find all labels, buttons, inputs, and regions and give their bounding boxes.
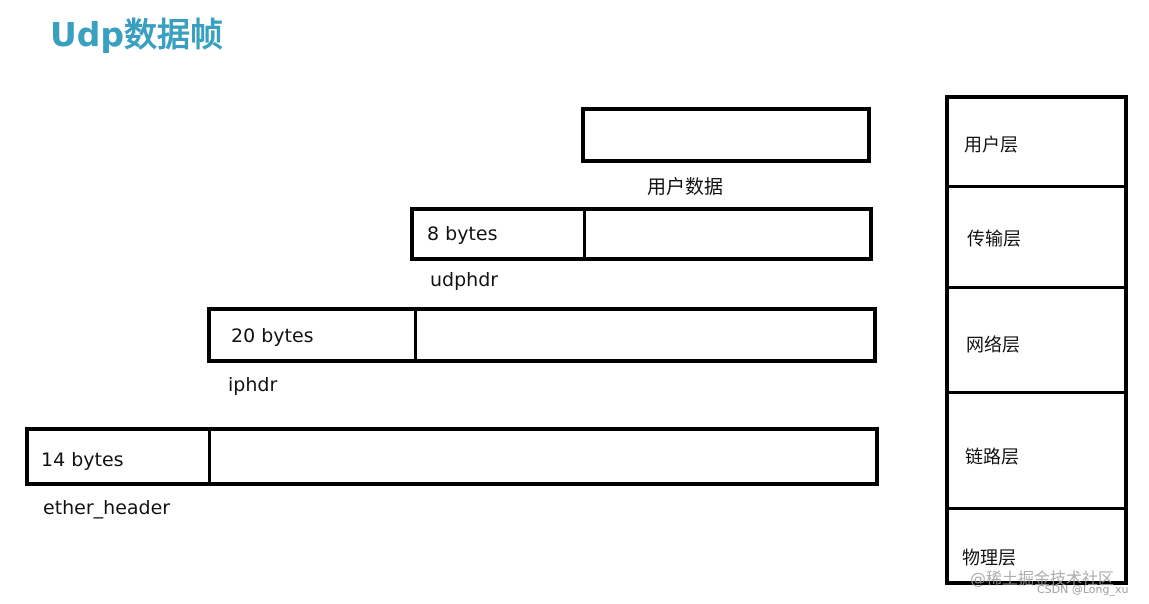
layer-label-network: 网络层 [966,335,1020,356]
ip-header-size: 20 bytes [231,325,314,347]
user-data-box [581,107,871,163]
layer-label-user: 用户层 [964,135,1018,156]
ether-frame-box [25,427,879,486]
ether-header-caption: ether_header [43,497,171,519]
layer-label-transport: 传输层 [967,229,1021,250]
ip-packet-box [207,307,877,363]
layer-separator [949,507,1124,510]
ether-header-divider [208,431,211,482]
ether-header-size: 14 bytes [41,449,124,471]
watermark-text: @稀土掘金技术社区 [970,569,1115,588]
layer-separator [949,286,1124,289]
ip-header-divider [414,311,417,359]
layer-label-physical: 物理层 [962,548,1016,569]
layer-label-link: 链路层 [965,447,1019,468]
layer-separator [949,391,1124,394]
udp-header-size: 8 bytes [427,223,498,245]
udp-segment-box [410,207,873,261]
layer-stack: 用户层 传输层 网络层 链路层 物理层 [945,95,1128,585]
diagram-title: Udp数据帧 [50,15,224,54]
watermark-credit: CSDN @Long_xu [1037,583,1129,596]
user-data-caption: 用户数据 [647,176,724,198]
iphdr-caption: iphdr [228,374,278,396]
layer-separator [949,185,1124,188]
udphdr-caption: udphdr [430,269,499,291]
udp-header-divider [583,211,586,257]
